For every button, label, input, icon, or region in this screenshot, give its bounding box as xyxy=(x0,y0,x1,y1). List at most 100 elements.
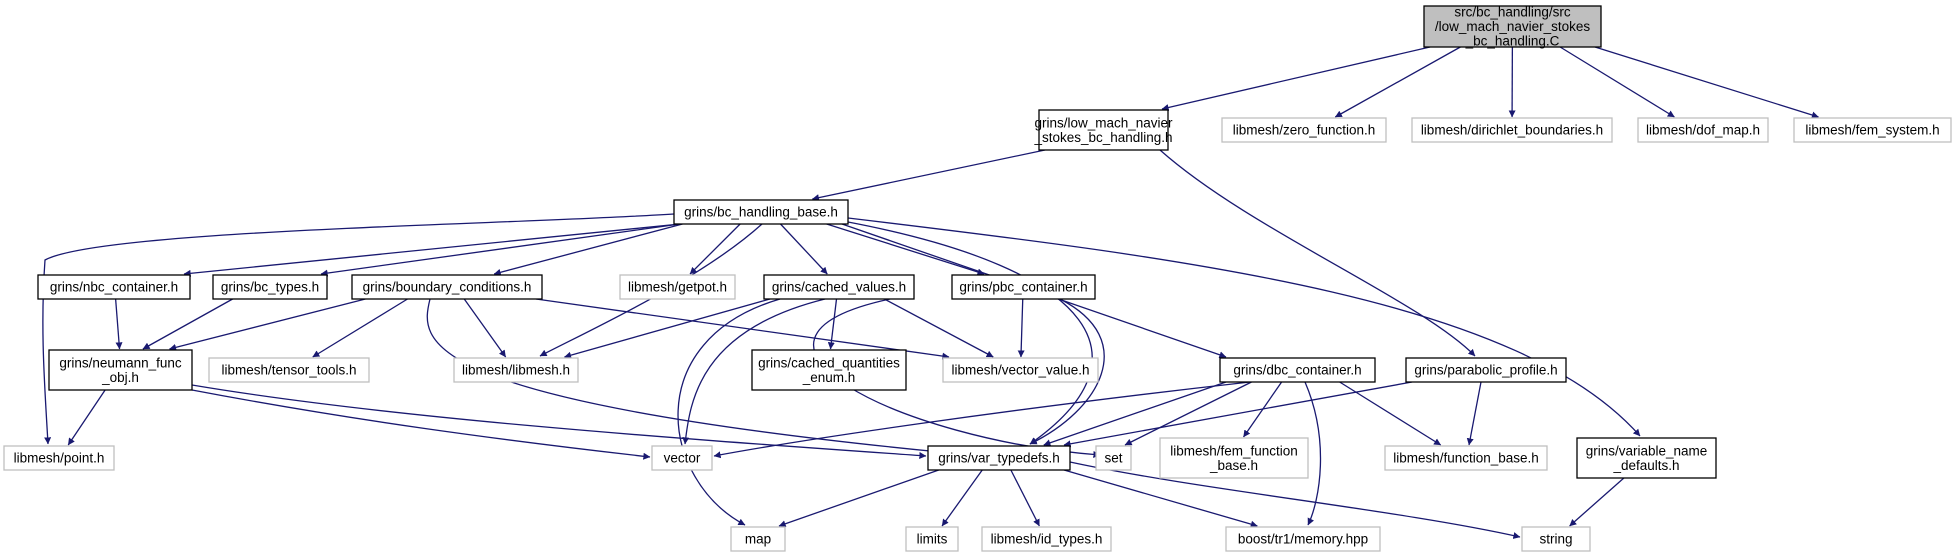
edge-dbc_container-to-memory_hpp xyxy=(1304,381,1322,526)
node-box xyxy=(1038,109,1169,151)
edge-low_mach-to-parabolic_profile xyxy=(1159,149,1476,357)
node-cached-quantities[interactable]: grins/cached_quantities_enum.h xyxy=(751,349,907,391)
edge-root-to-zero_function xyxy=(1334,46,1461,118)
node-label: libmesh/getpot.h xyxy=(628,280,727,295)
node-bc-handling-base[interactable]: grins/bc_handling_base.h xyxy=(673,199,849,225)
node-set[interactable]: set xyxy=(1095,445,1132,471)
node-dof-map[interactable]: libmesh/dof_map.h xyxy=(1637,117,1769,143)
node-string[interactable]: string xyxy=(1521,526,1591,552)
edge-cached_values-to-vector xyxy=(682,298,826,445)
edge-var_typedefs-to-memory_hpp xyxy=(1063,469,1258,528)
node-box xyxy=(1219,357,1376,383)
edge-neumann_func-to-point xyxy=(67,389,106,446)
node-neumann-func[interactable]: grins/neumann_func_obj.h xyxy=(48,349,193,391)
node-point[interactable]: libmesh/point.h xyxy=(3,445,115,471)
node-dirichlet[interactable]: libmesh/dirichlet_boundaries.h xyxy=(1411,117,1613,143)
node-label: vector xyxy=(664,451,701,466)
node-box xyxy=(48,349,193,391)
edge-bc_handling_base-to-variable_name_defaults xyxy=(847,217,1641,437)
edge-cached_values-to-vector_value xyxy=(884,298,994,358)
edge-bc_handling_base-to-nbc_container xyxy=(183,223,681,277)
node-box xyxy=(3,445,115,471)
node-label: string xyxy=(1539,532,1572,547)
node-label: libmesh/fem_function xyxy=(1170,443,1298,458)
node-label: libmesh/libmesh.h xyxy=(462,363,570,378)
node-parabolic-profile[interactable]: grins/parabolic_profile.h xyxy=(1405,357,1567,383)
node-nbc-container[interactable]: grins/nbc_container.h xyxy=(37,274,191,300)
node-label: libmesh/dirichlet_boundaries.h xyxy=(1421,123,1603,138)
node-dbc-container[interactable]: grins/dbc_container.h xyxy=(1219,357,1376,383)
node-vector-value[interactable]: libmesh/vector_value.h xyxy=(942,357,1099,383)
node-label: libmesh/tensor_tools.h xyxy=(221,363,356,378)
node-box xyxy=(1521,526,1591,552)
edge-var_typedefs-to-limits xyxy=(941,469,983,527)
node-label: _stokes_bc_handling.h xyxy=(1033,130,1172,145)
node-zero-function[interactable]: libmesh/zero_function.h xyxy=(1221,117,1387,143)
node-box xyxy=(1221,117,1387,143)
edge-bc_handling_base-to-boundary_conditions xyxy=(493,223,683,276)
node-map[interactable]: map xyxy=(730,526,786,552)
node-label: map xyxy=(745,532,771,547)
node-limits[interactable]: limits xyxy=(905,526,959,552)
node-box xyxy=(1405,357,1567,383)
node-label: set xyxy=(1104,451,1122,466)
node-box xyxy=(453,357,579,383)
node-var-typedefs[interactable]: grins/var_typedefs.h xyxy=(927,445,1071,471)
node-function-base[interactable]: libmesh/function_base.h xyxy=(1384,445,1548,471)
node-box xyxy=(37,274,191,300)
node-vector[interactable]: vector xyxy=(651,445,713,471)
edge-bc_handling_base-to-cached_values xyxy=(780,223,828,275)
node-label: grins/bc_types.h xyxy=(221,280,319,295)
node-low-mach[interactable]: grins/low_mach_navier_stokes_bc_handling… xyxy=(1033,109,1173,151)
node-label: limits xyxy=(917,532,948,547)
node-bc-types[interactable]: grins/bc_types.h xyxy=(212,274,328,300)
node-boundary-conditions[interactable]: grins/boundary_conditions.h xyxy=(351,274,543,300)
node-label: libmesh/vector_value.h xyxy=(951,363,1089,378)
edge-boundary_conditions-to-libmesh_h xyxy=(463,298,507,358)
edge-low_mach-to-bc_handling_base xyxy=(812,149,1046,202)
edge-root-to-low_mach xyxy=(1161,46,1431,111)
node-box xyxy=(1095,445,1132,471)
node-box xyxy=(212,274,328,300)
node-box xyxy=(208,357,370,383)
node-pbc-container[interactable]: grins/pbc_container.h xyxy=(951,274,1096,300)
edge-var_typedefs-to-string xyxy=(1069,461,1521,539)
node-box xyxy=(1637,117,1769,143)
node-label: _base.h xyxy=(1209,458,1258,473)
node-label: grins/variable_name xyxy=(1586,443,1708,458)
node-tensor-tools[interactable]: libmesh/tensor_tools.h xyxy=(208,357,370,383)
node-label: grins/cached_values.h xyxy=(772,280,906,295)
node-id-types[interactable]: libmesh/id_types.h xyxy=(981,526,1112,552)
node-box xyxy=(1159,437,1309,479)
node-variable-name-defaults[interactable]: grins/variable_name_defaults.h xyxy=(1576,437,1717,479)
node-memory-hpp[interactable]: boost/tr1/memory.hpp xyxy=(1225,526,1381,552)
edge-nbc_container-to-neumann_func xyxy=(114,298,123,350)
node-box xyxy=(1225,526,1381,552)
node-label: libmesh/zero_function.h xyxy=(1233,123,1376,138)
node-getpot[interactable]: libmesh/getpot.h xyxy=(619,274,736,300)
node-label: src/bc_handling/src xyxy=(1454,5,1571,20)
edge-bc_handling_base-to-getpot xyxy=(689,223,741,275)
edge-bc_handling_base-to-libmesh_h xyxy=(539,223,763,357)
edge-root-to-fem_system xyxy=(1594,46,1819,119)
node-label: grins/var_typedefs.h xyxy=(938,451,1060,466)
node-box xyxy=(1576,437,1717,479)
node-fem-function-base[interactable]: libmesh/fem_function_base.h xyxy=(1159,437,1309,479)
node-box xyxy=(1423,5,1602,48)
node-label: boost/tr1/memory.hpp xyxy=(1238,532,1368,547)
edge-bc_handling_base-to-pbc_container xyxy=(826,223,985,276)
edge-bc_handling_base-to-var_typedefs xyxy=(847,221,1093,445)
edge-pbc_container-to-var_typedefs xyxy=(1029,298,1105,445)
node-label: grins/dbc_container.h xyxy=(1233,363,1361,378)
edge-neumann_func-to-vector xyxy=(191,389,651,460)
node-libmesh-h[interactable]: libmesh/libmesh.h xyxy=(453,357,579,383)
file-nodes: src/bc_handling/src/low_mach_navier_stok… xyxy=(3,5,1952,552)
node-label: grins/neumann_func xyxy=(59,355,182,370)
edge-bc_handling_base-to-point xyxy=(42,213,675,445)
node-box xyxy=(951,274,1096,300)
node-box xyxy=(673,199,849,225)
node-label: _defaults.h xyxy=(1612,458,1679,473)
edge-dbc_container-to-set xyxy=(1124,381,1252,446)
node-cached-values[interactable]: grins/cached_values.h xyxy=(763,274,915,300)
node-fem-system[interactable]: libmesh/fem_system.h xyxy=(1793,117,1952,143)
